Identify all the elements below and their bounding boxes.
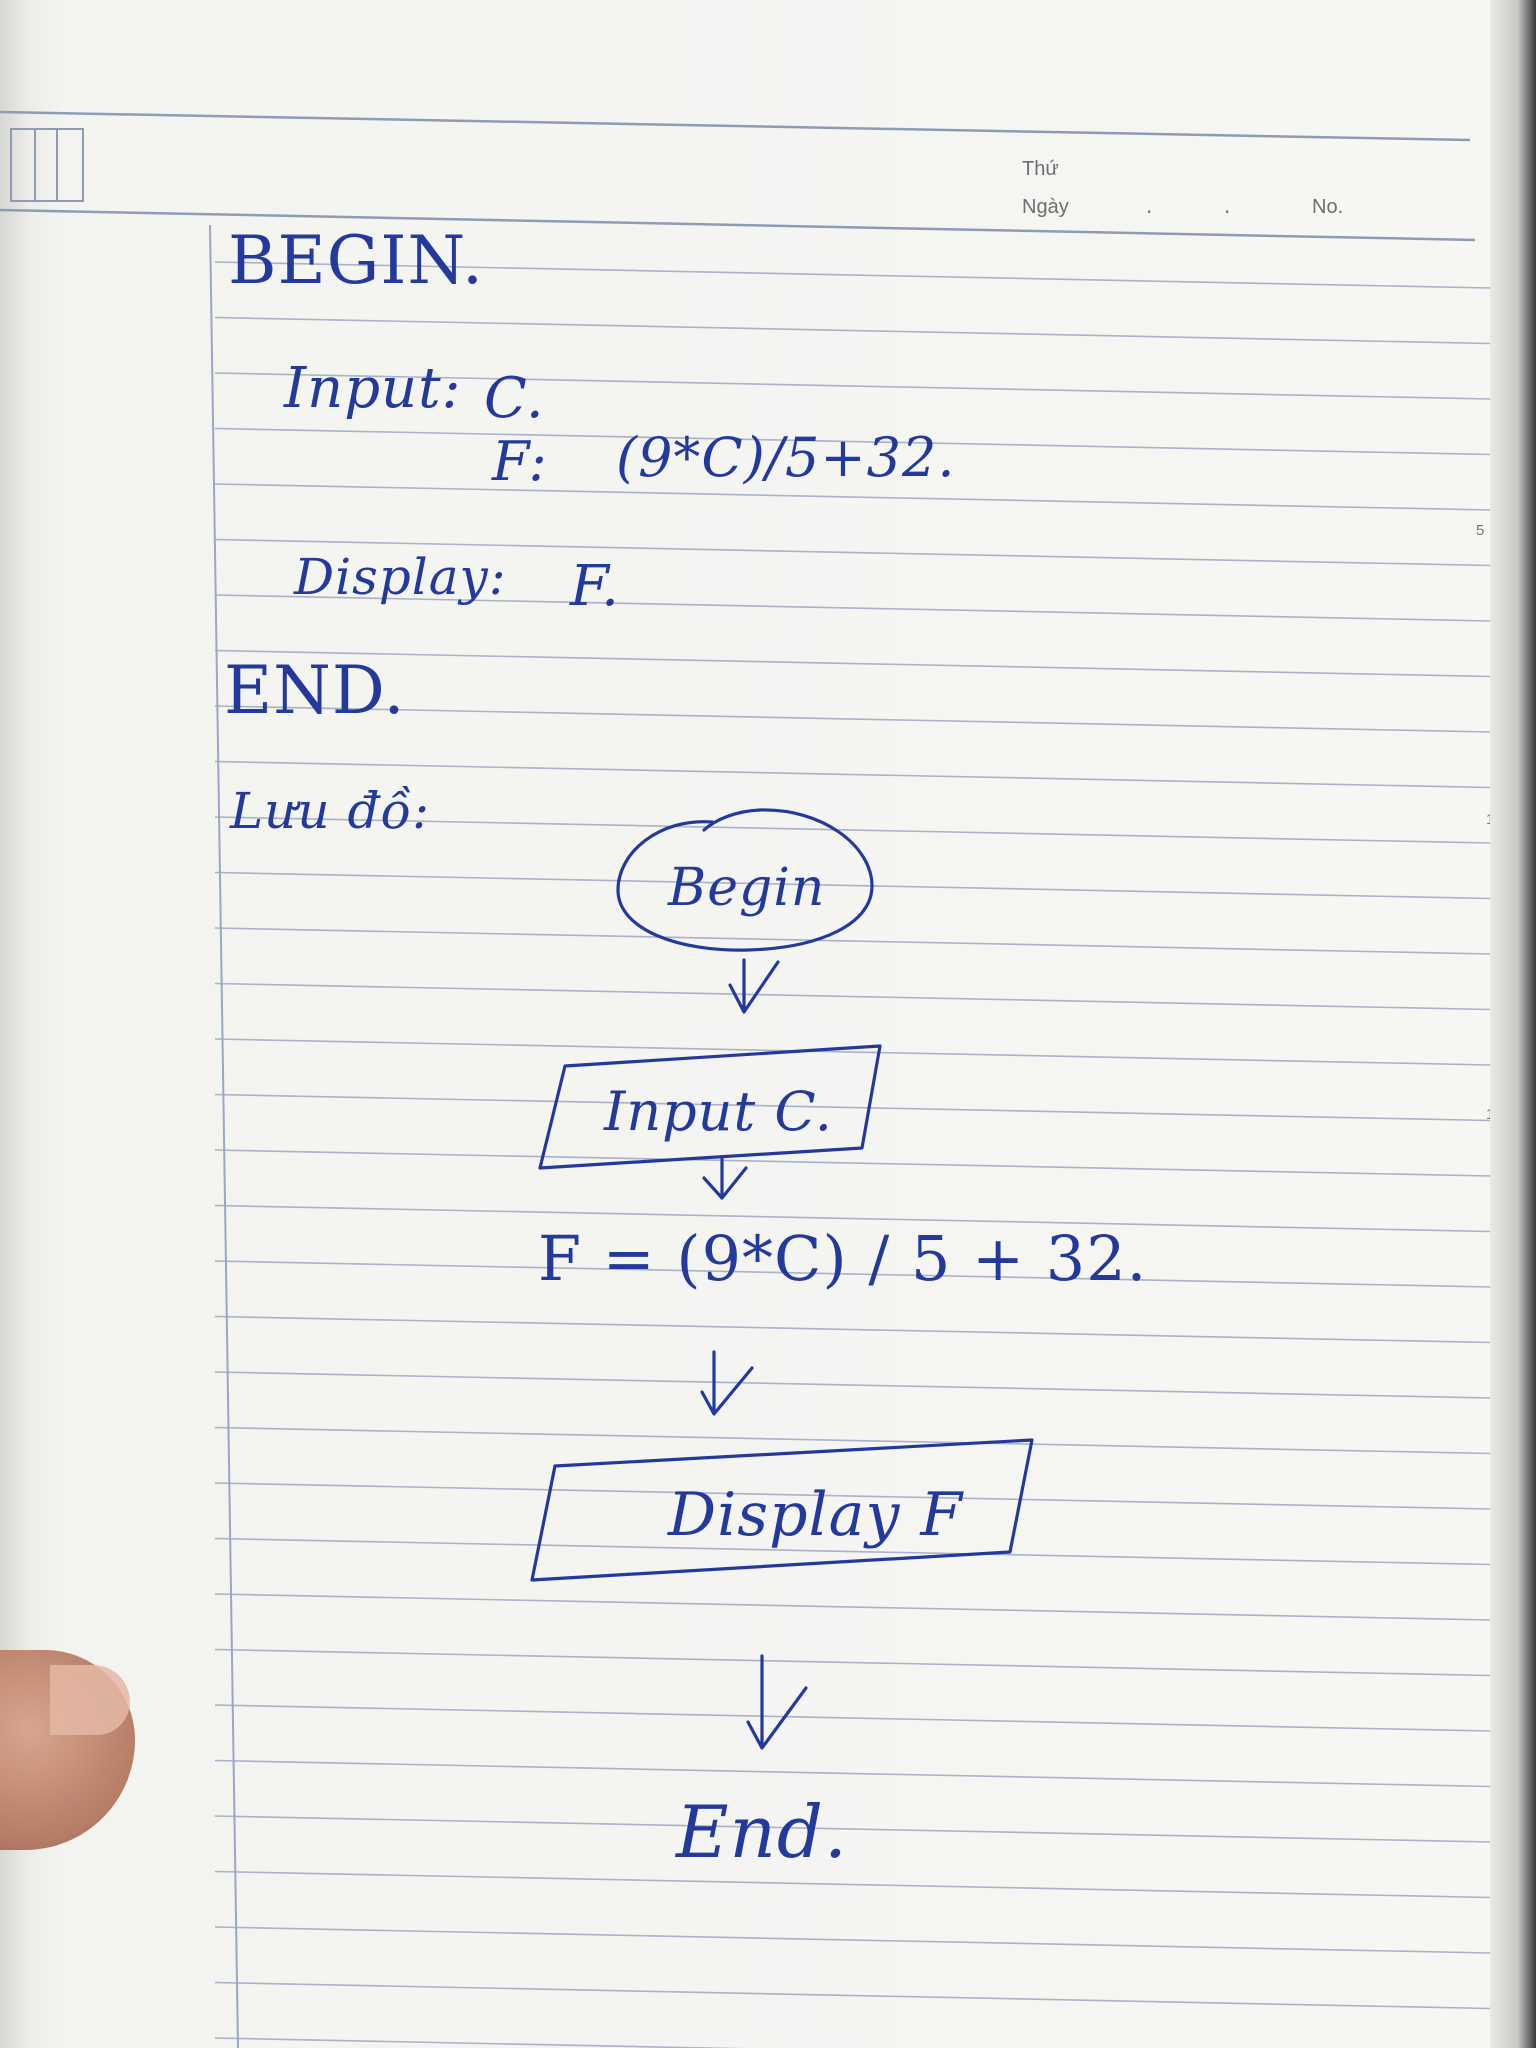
date-label: Ngày: [1022, 196, 1069, 218]
arrow-down-icon: [746, 1654, 808, 1750]
date-separator: .: [1224, 194, 1231, 218]
start-terminal-ellipse: [616, 808, 874, 952]
pseudocode-input-value: C.: [484, 366, 545, 431]
output-parallelogram: [530, 1438, 1034, 1582]
pseudocode-input-label: Input:: [284, 356, 462, 421]
flowchart-output-label: Display F: [668, 1480, 964, 1550]
pseudocode-formula-label: F:: [492, 430, 548, 493]
flowchart-heading: Lưu đồ:: [230, 782, 430, 840]
number-label: No.: [1312, 196, 1344, 218]
date-separator: .: [1146, 194, 1153, 218]
arrow-down-icon: [702, 1156, 748, 1200]
flowchart-input-label: Input C.: [604, 1080, 833, 1143]
flowchart: [530, 808, 1034, 1750]
pseudocode-display-value: F.: [570, 554, 620, 619]
notebook-page: Thứ Ngày . . No. 5 10 15 BEGIN. Input: C…: [0, 0, 1500, 2048]
flowchart-start-label: Begin: [668, 858, 826, 918]
input-parallelogram: [538, 1044, 882, 1170]
flowchart-stop-label: End.: [676, 1790, 848, 1874]
arrow-down-icon: [728, 958, 780, 1014]
arrow-down-icon: [700, 1350, 754, 1416]
pseudocode-begin: BEGIN.: [228, 222, 484, 299]
pseudocode-formula-value: (9*C)/5+32.: [616, 426, 956, 489]
line-number: 5: [1476, 522, 1485, 539]
ruled-lines: [0, 110, 1491, 2048]
page-edge: [1490, 0, 1536, 2048]
pseudocode-end: END.: [224, 652, 406, 729]
flowchart-process-label: F = (9*C) / 5 + 32.: [538, 1222, 1148, 1295]
header-grid-box: [10, 128, 84, 202]
pseudocode-display-label: Display:: [294, 548, 507, 606]
weekday-label: Thứ: [1022, 158, 1059, 180]
thumb-nail: [50, 1665, 130, 1735]
